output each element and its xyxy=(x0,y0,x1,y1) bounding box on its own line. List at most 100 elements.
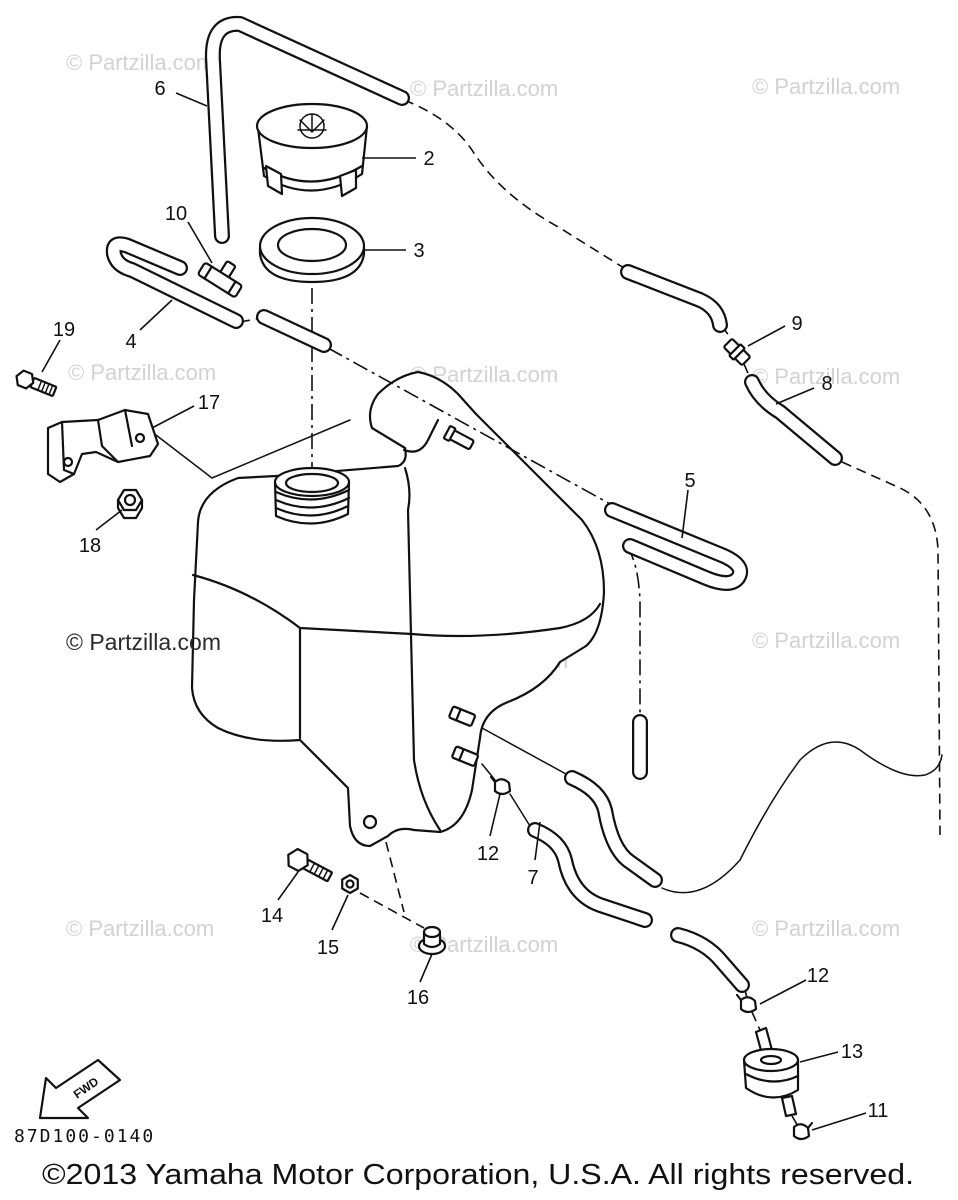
hose-route-line xyxy=(751,1011,761,1031)
clip-12 xyxy=(735,993,758,1014)
bracket-hole xyxy=(134,432,146,444)
callout-10: 10 xyxy=(165,203,187,225)
leader-8 xyxy=(775,387,815,405)
callout-14: 14 xyxy=(261,905,283,927)
reservoir-cap xyxy=(255,102,369,198)
watermark-text: © Partzilla.com xyxy=(752,916,900,941)
leader-13 xyxy=(799,1051,839,1063)
cap-gasket xyxy=(258,216,366,284)
callout-6: 6 xyxy=(154,78,165,100)
reservoir-tank xyxy=(190,370,606,848)
cap-knurl xyxy=(264,164,284,196)
neck-thread xyxy=(274,488,351,501)
callout-15: 15 xyxy=(317,937,339,959)
callout-4: 4 xyxy=(125,331,136,353)
callout-17: 17 xyxy=(198,392,220,414)
hose-route-line xyxy=(841,461,941,836)
hose-route-line xyxy=(743,363,751,379)
tuning-fork-emblem-icon xyxy=(297,113,327,139)
tank-outlet-nipple xyxy=(451,745,480,767)
bolt-19 xyxy=(15,369,58,397)
callout-18: 18 xyxy=(79,535,101,557)
bolt-14 xyxy=(287,847,333,883)
tank-seam xyxy=(191,573,414,636)
filler-neck xyxy=(273,466,351,525)
leader-18 xyxy=(95,509,123,531)
overflow-route-line xyxy=(661,741,943,894)
hose-route-line xyxy=(625,545,641,714)
nut-15 xyxy=(341,873,359,895)
leader-5 xyxy=(681,489,689,539)
tank-seam xyxy=(410,602,602,638)
filter-top xyxy=(742,1047,800,1073)
callouts: 6 2 10 3 9 4 19 8 17 5 18 12 7 14 15 16 … xyxy=(53,78,889,1122)
leader-12 xyxy=(489,793,501,837)
hose-8 xyxy=(744,374,843,466)
callout-9: 9 xyxy=(791,313,802,335)
joint-fitting-9 xyxy=(723,338,751,366)
watermark-text: © Partzilla.com xyxy=(68,360,216,385)
neck-thread xyxy=(274,496,351,509)
callout-7: 7 xyxy=(527,867,538,889)
filter-port xyxy=(759,1054,783,1066)
watermark-text: © Partzilla.com xyxy=(66,916,214,941)
mount-line xyxy=(359,892,425,929)
leader-17 xyxy=(151,405,195,429)
t-fitting-10 xyxy=(197,260,243,298)
leader-6 xyxy=(175,92,208,107)
callout-2: 2 xyxy=(423,148,434,170)
gasket-hole xyxy=(276,227,348,263)
hose-segment-upper xyxy=(620,264,728,333)
watermark-text: © Partzilla.com xyxy=(66,629,221,655)
callout-12: 12 xyxy=(477,843,499,865)
copyright-notice: ©2013 Yamaha Motor Corporation, U.S.A. A… xyxy=(42,1159,914,1191)
leader-4 xyxy=(139,299,173,331)
leader-7 xyxy=(534,821,541,861)
hose-route-line xyxy=(327,347,613,506)
filter-outlet xyxy=(780,1094,798,1118)
leader-9 xyxy=(747,325,786,347)
leader-lines xyxy=(41,92,867,1131)
drawing-code: 87D100-0140 xyxy=(14,1126,155,1147)
leader-14 xyxy=(277,871,299,901)
leader-10 xyxy=(187,221,213,264)
leader-11 xyxy=(811,1112,867,1131)
leader-15 xyxy=(331,894,349,931)
tank-outline xyxy=(190,370,606,848)
watermark-text: © Partzilla.com xyxy=(752,628,900,653)
nut-18 xyxy=(116,488,144,520)
hose-route-line xyxy=(403,99,625,269)
callout-13: 13 xyxy=(841,1041,863,1063)
hose-to-filter xyxy=(670,927,750,993)
bracket-17 xyxy=(46,408,160,484)
callout-12: 12 xyxy=(807,965,829,987)
watermarks: © Partzilla.com © Partzilla.com © Partzi… xyxy=(66,50,900,957)
tank-outlet-nipple xyxy=(448,705,477,727)
mount-hole xyxy=(362,814,378,830)
hose-5 xyxy=(604,502,749,591)
bracket-mount-line xyxy=(151,419,351,479)
tank-edge xyxy=(403,466,442,832)
callout-3: 3 xyxy=(413,240,424,262)
filter-13 xyxy=(742,1026,800,1118)
callout-8: 8 xyxy=(821,373,832,395)
cap-knurl xyxy=(338,168,358,198)
hose-6 xyxy=(204,15,410,244)
watermark-text: © Partzilla.com xyxy=(410,76,558,101)
callout-11: 11 xyxy=(868,1100,889,1122)
hose-route-line xyxy=(481,727,567,775)
callout-5: 5 xyxy=(684,470,695,492)
hose-segment-short xyxy=(256,309,332,353)
neck-opening xyxy=(284,472,340,494)
bracket-hole xyxy=(62,456,74,468)
watermark-text: © Partzilla.com xyxy=(66,50,214,75)
hose-route-line xyxy=(509,793,531,827)
leader-19 xyxy=(41,339,61,373)
clip-11 xyxy=(792,1121,814,1141)
leader-12 xyxy=(759,979,807,1005)
tank-crease xyxy=(402,418,440,453)
neck-thread xyxy=(274,504,350,517)
callout-16: 16 xyxy=(407,987,429,1009)
filter-band xyxy=(744,1072,800,1083)
